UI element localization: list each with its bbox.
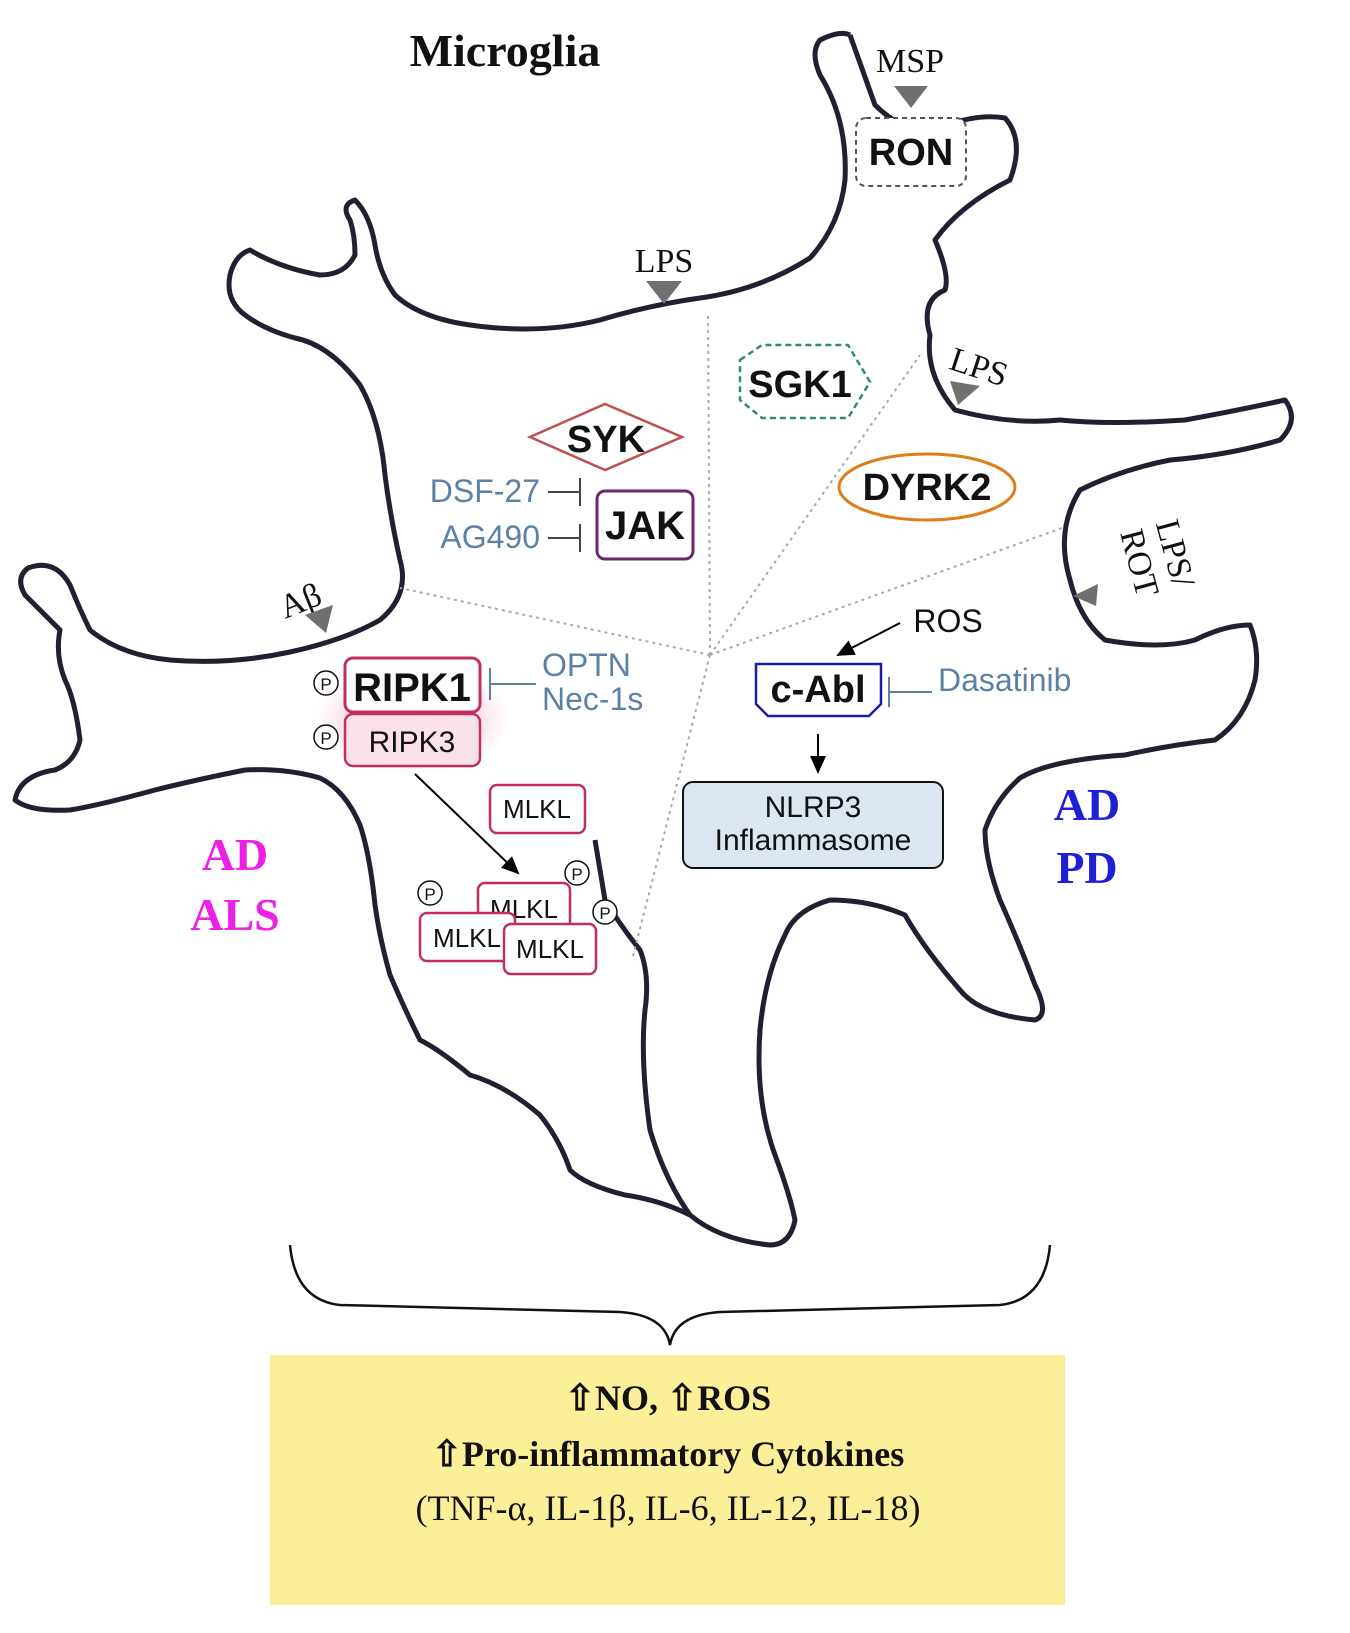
nec1s-inhibitor-label: Nec-1s <box>542 681 643 717</box>
ros-to-cabl-arrow <box>836 622 901 656</box>
msp-ligand-label: MSP <box>876 43 944 80</box>
jak-node-box <box>595 489 695 561</box>
ripk3-phospho-label: P <box>320 729 331 748</box>
mlkl-phospho-icon-top <box>564 860 590 886</box>
dsf27-inhibitor-label: DSF-27 <box>430 473 540 509</box>
dasatinib-inhibitor-label: Dasatinib <box>938 662 1071 698</box>
lps-right-triangle <box>950 381 980 405</box>
jak-node-label: JAK <box>605 504 685 548</box>
microglia-cell-outline <box>592 34 1294 1248</box>
cabl-node-label: c-Abl <box>771 669 866 711</box>
lps-top-triangle <box>646 281 682 304</box>
optn-inhibitor-label: OPTN <box>542 647 631 683</box>
abeta-triangle <box>305 605 333 633</box>
microglia-cell-outline-left <box>12 30 852 1218</box>
mlkl-phospho-icon-right <box>592 899 618 925</box>
output-curly-brace <box>288 1244 1052 1346</box>
mlkl-oligomer-label-right: MLKL <box>516 934 584 964</box>
dyrk2-node-label: DYRK2 <box>863 467 992 509</box>
disease-left-als: ALS <box>190 889 279 940</box>
ripk1-phospho-label: P <box>320 675 331 694</box>
syk-node-shape <box>526 402 686 472</box>
mlkl-phospho-label-right: P <box>599 904 610 923</box>
mlkl-phospho-label-left: P <box>424 885 435 904</box>
ripk1-phospho-icon <box>313 670 339 696</box>
output-line-cytokine-list: (TNF-α, IL-1β, IL-6, IL-12, IL-18) <box>415 1488 920 1528</box>
lps-top-label: LPS <box>635 243 694 280</box>
mlkl-oligomer-box-right <box>502 922 598 976</box>
mlkl-oligomer-label-left: MLKL <box>433 923 501 953</box>
syk-node-label: SYK <box>567 419 646 461</box>
ron-receptor-label: RON <box>869 132 953 174</box>
ag490-inhibition-bar <box>548 524 581 552</box>
sgk1-node-shape <box>738 343 872 420</box>
output-line-no-ros: ⇧NO, ⇧ROS <box>565 1378 771 1418</box>
mlkl-monomer-box <box>488 783 587 835</box>
dotted-divider-lines <box>399 311 1063 961</box>
output-effects-box <box>270 1355 1065 1605</box>
nlrp3-inflammasome-box <box>682 781 944 869</box>
ripk3-to-mlkl-arrow <box>414 773 520 875</box>
ripk3-phospho-icon <box>313 724 339 750</box>
disease-left-ad: AD <box>202 829 268 880</box>
msp-ligand-triangle <box>894 86 928 108</box>
ripk1-node-label: RIPK1 <box>353 666 471 710</box>
mlkl-phospho-icon-left <box>417 880 443 906</box>
ripk1-node-box <box>343 656 482 714</box>
sgk1-node-label: SGK1 <box>748 364 851 406</box>
dsf27-inhibition-bar <box>548 478 581 506</box>
ron-receptor-box <box>855 117 967 187</box>
lps-rot-triangle <box>1073 584 1098 606</box>
output-line-cytokines: ⇧Pro-inflammatory Cytokines <box>432 1434 904 1474</box>
ripk3-node-box <box>343 712 482 768</box>
disease-right-pd: PD <box>1056 842 1117 893</box>
mlkl-phospho-label-top: P <box>571 865 582 884</box>
ag490-inhibitor-label: AG490 <box>440 519 540 555</box>
optn-nec1s-inhibition-bar <box>489 668 536 700</box>
page-title: Microglia <box>410 25 601 76</box>
ripk3-node-label: RIPK3 <box>369 726 456 759</box>
nlrp3-label-line1: NLRP3 <box>765 791 862 824</box>
cabl-node-shape <box>754 662 883 718</box>
lps-rot-label: LPS/ ROT <box>1112 516 1201 601</box>
nlrp3-label-line2: Inflammasome <box>715 824 912 857</box>
disease-right-ad: AD <box>1054 779 1120 830</box>
mlkl-monomer-label: MLKL <box>503 794 571 824</box>
dasatinib-inhibition-bar <box>888 677 932 707</box>
dyrk2-node-shape <box>837 452 1017 522</box>
ros-label: ROS <box>913 603 982 639</box>
